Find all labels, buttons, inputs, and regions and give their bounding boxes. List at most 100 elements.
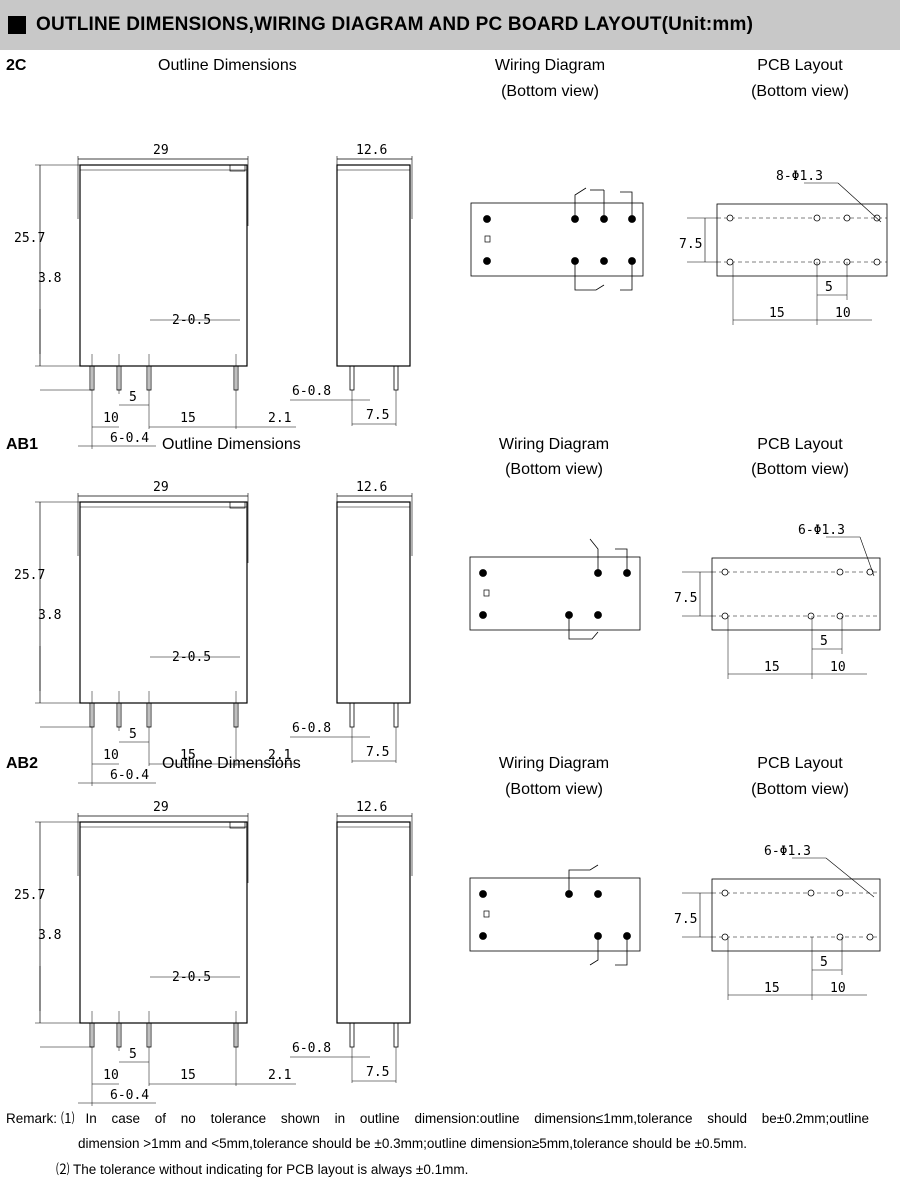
- dim-5-label: 5: [129, 1047, 137, 1062]
- wiring-pin-dot: [594, 890, 602, 898]
- pcb-frame: [711, 878, 881, 952]
- dim-depth-label: 12.6: [356, 800, 387, 815]
- contact-path: [568, 864, 599, 894]
- contact-path: [574, 261, 605, 291]
- pcb-frame: [711, 557, 881, 631]
- header-square-icon: [8, 16, 26, 34]
- dim-pin-length-label: 3.8: [38, 928, 61, 943]
- dim-7.5-label: 7.5: [366, 408, 389, 423]
- pcb-frame: [716, 203, 888, 277]
- wiring-subcaption: (Bottom view): [505, 781, 603, 798]
- wiring-pin-dot: [483, 257, 491, 265]
- pcb-hole: [726, 214, 734, 222]
- pcb-hole: [836, 568, 844, 576]
- dim-pin-width-label: 2-0.5: [172, 970, 211, 985]
- relay-side-pin: [393, 702, 399, 728]
- wiring-pin-dot: [600, 257, 608, 265]
- body-notch: [229, 821, 246, 829]
- dim-pin-side-label: 6-0.8: [292, 1041, 331, 1056]
- contact-path: [620, 261, 633, 291]
- contact-path: [589, 538, 599, 573]
- dimension-line: [837, 182, 882, 223]
- dim-pin-bottom-label: 6-0.4: [110, 1088, 149, 1103]
- pcb-10-label: 10: [835, 306, 851, 321]
- dim-10-label: 10: [103, 748, 119, 763]
- pcb-subcaption: (Bottom view): [751, 83, 849, 100]
- dim-10-label: 10: [103, 411, 119, 426]
- wiring-pin-dot: [594, 611, 602, 619]
- wiring-frame: [469, 877, 641, 952]
- outline-caption: Outline Dimensions: [158, 57, 297, 74]
- dim-pin-length-label: 3.8: [38, 608, 61, 623]
- pcb-hole: [721, 568, 729, 576]
- contact-path: [568, 615, 599, 640]
- pcb-7.5-label: 7.5: [679, 237, 702, 252]
- dim-7.5-label: 7.5: [366, 745, 389, 760]
- pcb-hole: [813, 214, 821, 222]
- relay-body: [79, 821, 248, 1024]
- relay-side-body: [336, 501, 411, 704]
- dim-5-label: 5: [129, 727, 137, 742]
- section-id: AB1: [6, 436, 39, 453]
- remark-line-1: ⑴In case of no tolerance shown in outlin…: [61, 1111, 869, 1126]
- dim-pin-length-label: 3.8: [38, 271, 61, 286]
- pcb-5-label: 5: [820, 955, 828, 970]
- relay-side-body: [336, 821, 411, 1024]
- wiring-pin-dot: [483, 215, 491, 223]
- dim-pin-side-label: 6-0.8: [292, 721, 331, 736]
- pcb-hole: [843, 214, 851, 222]
- outline-caption: Outline Dimensions: [162, 436, 301, 453]
- relay-body: [79, 164, 248, 367]
- dim-height-label: 25.7: [14, 231, 45, 246]
- pcb-holes-label: 6-Φ1.3: [798, 523, 845, 538]
- contact-path: [620, 191, 633, 219]
- pcb-10-label: 10: [830, 660, 846, 675]
- pcb-holes-label: 8-Φ1.3: [776, 169, 823, 184]
- wiring-pin-dot: [479, 932, 487, 940]
- body-notch: [229, 164, 246, 172]
- pcb-hole: [807, 889, 815, 897]
- contact-path: [574, 187, 587, 219]
- pcb-hole: [836, 889, 844, 897]
- pcb-hole: [721, 889, 729, 897]
- dim-pin-width-label: 2-0.5: [172, 313, 211, 328]
- dim-pin-side-label: 6-0.8: [292, 384, 331, 399]
- dimension-line: [859, 536, 875, 577]
- remark-line-2: dimension >1mm and <5mm,tolerance should…: [78, 1136, 748, 1151]
- dimension-line: [825, 857, 875, 898]
- wiring-caption: Wiring Diagram: [498, 436, 610, 453]
- remark-label: Remark:: [6, 1111, 58, 1126]
- coil-symbol: [484, 235, 491, 243]
- pcb-5-label: 5: [825, 280, 833, 295]
- dim-height-label: 25.7: [14, 888, 45, 903]
- dim-pin-width-label: 2-0.5: [172, 650, 211, 665]
- pcb-5-label: 5: [820, 634, 828, 649]
- pcb-caption: PCB Layout: [757, 755, 843, 772]
- dim-15-label: 15: [180, 1068, 196, 1083]
- pcb-hole: [836, 612, 844, 620]
- outline-caption: Outline Dimensions: [162, 755, 301, 772]
- pcb-hole: [866, 568, 874, 576]
- pcb-hole: [807, 612, 815, 620]
- dim-2.1-label: 2.1: [268, 411, 291, 426]
- dim-width-label: 29: [153, 480, 169, 495]
- header-title: OUTLINE DIMENSIONS,WIRING DIAGRAM AND PC…: [36, 14, 754, 35]
- remark-line-3: ⑵ The tolerance without indicating for P…: [56, 1162, 469, 1177]
- dim-depth-label: 12.6: [356, 480, 387, 495]
- wiring-pin-dot: [479, 569, 487, 577]
- pcb-hole: [873, 258, 881, 266]
- dim-width-label: 29: [153, 800, 169, 815]
- pcb-subcaption: (Bottom view): [751, 781, 849, 798]
- dim-15-label: 15: [180, 748, 196, 763]
- pcb-caption: PCB Layout: [757, 436, 843, 453]
- coil-symbol: [483, 910, 490, 918]
- contact-path: [615, 548, 628, 573]
- pcb-7.5-label: 7.5: [674, 912, 697, 927]
- contact-path: [589, 936, 599, 966]
- pcb-10-label: 10: [830, 981, 846, 996]
- wiring-pin-dot: [479, 611, 487, 619]
- pcb-15-label: 15: [764, 660, 780, 675]
- pcb-caption: PCB Layout: [757, 57, 843, 74]
- wiring-caption: Wiring Diagram: [494, 57, 606, 74]
